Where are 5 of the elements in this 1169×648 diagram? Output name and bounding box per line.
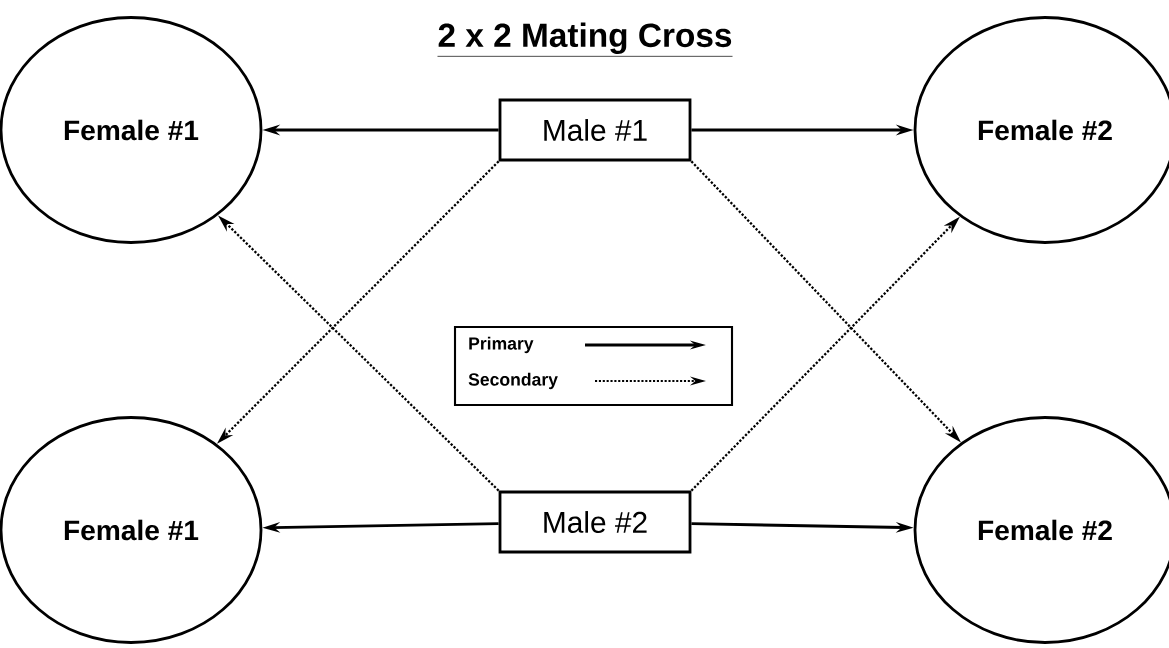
legend-text: Secondary: [468, 372, 558, 390]
title: 2 x 2 Mating Cross: [437, 22, 733, 57]
male-box: Male #1: [498, 98, 692, 162]
legend-text: Primary: [469, 336, 534, 354]
male-box: Male #2: [498, 490, 692, 554]
